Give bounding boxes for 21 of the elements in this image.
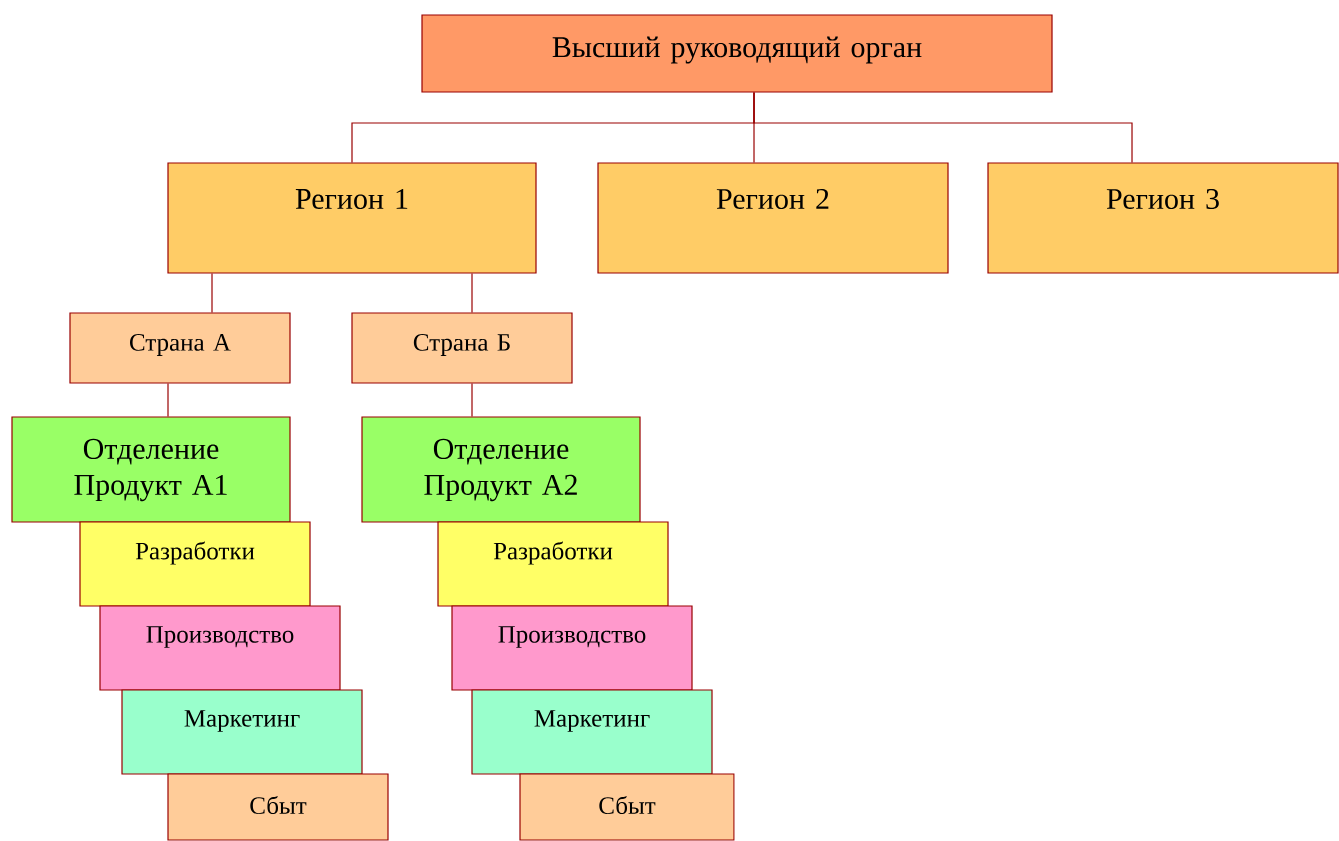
function-box: Производство [451,605,693,691]
connector-line [167,383,169,417]
function-box: Разработки [437,521,669,607]
function-box: Сбыт [519,773,735,841]
country-box: Страна А [69,312,291,384]
connector-line [471,273,473,313]
region-box: Регион 1 [167,162,537,274]
function-box: Производство [99,605,341,691]
region-box: Регион 2 [597,162,949,274]
function-box: Маркетинг [471,689,713,775]
connector-line [753,92,1133,163]
function-box: Разработки [79,521,311,607]
function-box: Маркетинг [121,689,363,775]
region-box: Регион 3 [987,162,1339,274]
top-box: Высший руководящий орган [421,14,1053,93]
connector-line [471,383,473,417]
connector-line [211,273,213,313]
function-box: Сбыт [167,773,389,841]
division-box: Отделение Продукт А1 [11,416,291,523]
division-box: Отделение Продукт А2 [361,416,641,523]
country-box: Страна Б [351,312,573,384]
